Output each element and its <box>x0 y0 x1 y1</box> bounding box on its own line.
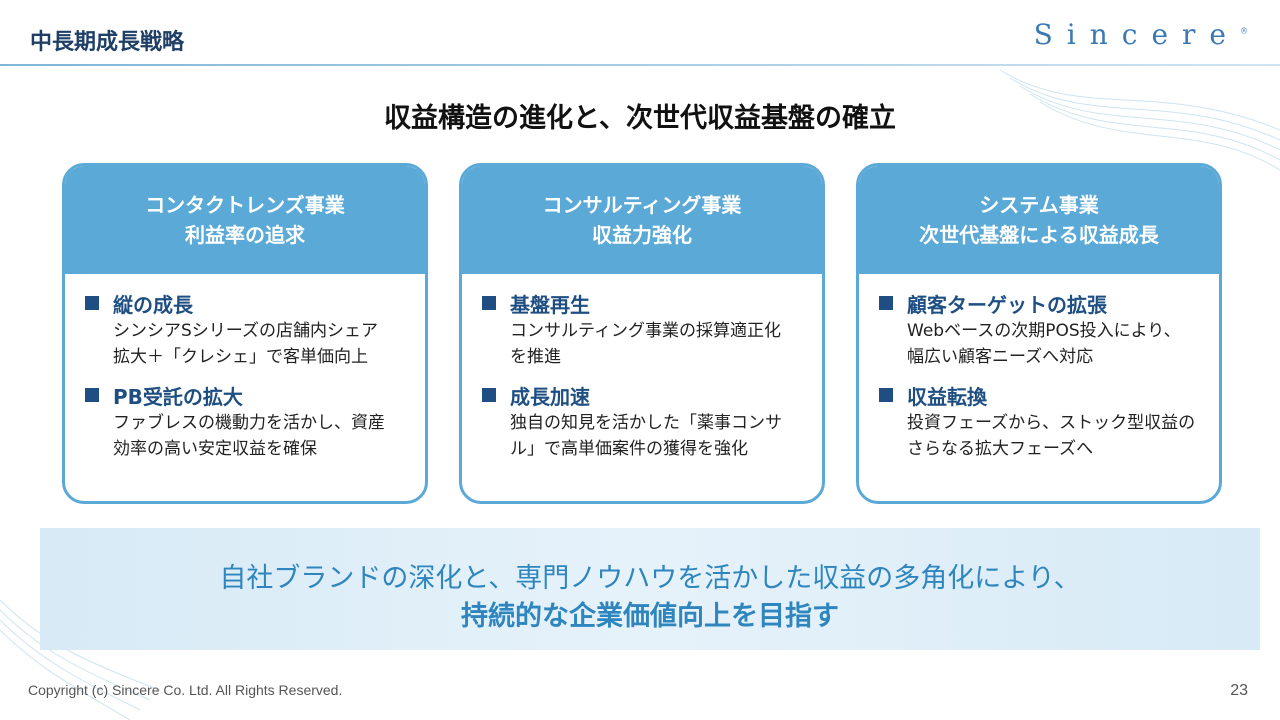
point-item: 基盤再生 コンサルティング事業の採算適正化 を推進 <box>482 292 802 370</box>
point-title: PB受託の拡大 <box>113 385 243 409</box>
card-contact-lens: コンタクトレンズ事業 利益率の追求 縦の成長 シンシアSシリーズの店舗内シェア … <box>62 163 428 504</box>
point-desc-line1: Webベースの次期POS投入により、 <box>907 321 1181 341</box>
point-title: 成長加速 <box>510 385 590 409</box>
card-header-line1: システム事業 <box>979 193 1099 217</box>
point-desc-line1: 独自の知見を活かした「薬事コンサ <box>510 413 782 433</box>
conclusion-band: 自社ブランドの深化と、専門ノウハウを活かした収益の多角化により、 持続的な企業価… <box>40 528 1260 650</box>
point-item: 顧客ターゲットの拡張 Webベースの次期POS投入により、 幅広い顧客ニーズへ対… <box>879 292 1199 370</box>
point-desc-line1: ファブレスの機動力を活かし、資産 <box>113 413 385 433</box>
card-system: システム事業 次世代基盤による収益成長 顧客ターゲットの拡張 Webベースの次期… <box>856 163 1222 504</box>
section-title: 中長期成長戦略 <box>30 30 185 55</box>
point-desc-line2: を推進 <box>510 347 561 367</box>
card-body: 基盤再生 コンサルティング事業の採算適正化 を推進 成長加速 独自の知見を活かし… <box>462 274 822 462</box>
point-item: 成長加速 独自の知見を活かした「薬事コンサ ル」で高単価案件の獲得を強化 <box>482 384 802 462</box>
card-header: コンタクトレンズ事業 利益率の追求 <box>65 166 425 274</box>
header-rule <box>0 64 1280 66</box>
card-consulting: コンサルティング事業 収益力強化 基盤再生 コンサルティング事業の採算適正化 を… <box>459 163 825 504</box>
card-header-line2: 利益率の追求 <box>185 223 305 247</box>
point-desc-line1: コンサルティング事業の採算適正化 <box>510 321 781 341</box>
card-header-line2: 収益力強化 <box>592 223 692 247</box>
page-number: 23 <box>1230 682 1248 699</box>
card-header-line2: 次世代基盤による収益成長 <box>919 223 1159 247</box>
square-bullet-icon <box>482 296 496 310</box>
point-desc-line2: 幅広い顧客ニーズへ対応 <box>907 347 1094 367</box>
point-title: 顧客ターゲットの拡張 <box>907 293 1107 317</box>
point-item: PB受託の拡大 ファブレスの機動力を活かし、資産 効率の高い安定収益を確保 <box>85 384 405 462</box>
card-header: システム事業 次世代基盤による収益成長 <box>859 166 1219 274</box>
point-desc-line2: 効率の高い安定収益を確保 <box>113 439 317 459</box>
card-header-line1: コンサルティング事業 <box>542 193 742 217</box>
point-title: 縦の成長 <box>113 293 193 317</box>
point-desc-line1: 投資フェーズから、ストック型収益の <box>907 413 1196 433</box>
square-bullet-icon <box>879 296 893 310</box>
conclusion-line1: 自社ブランドの深化と、専門ノウハウを活かした収益の多角化により、 <box>219 563 1081 594</box>
point-item: 収益転換 投資フェーズから、ストック型収益の さらなる拡大フェーズへ <box>879 384 1199 462</box>
main-title: 収益構造の進化と、次世代収益基盤の確立 <box>384 103 896 134</box>
conclusion-line2: 持続的な企業価値向上を目指す <box>461 601 839 632</box>
square-bullet-icon <box>482 388 496 402</box>
sincere-logo: Sincere® <box>1034 18 1248 51</box>
point-desc-line2: さらなる拡大フェーズへ <box>907 439 1094 459</box>
point-desc-line2: 拡大＋「クレシェ」で客単価向上 <box>113 347 368 367</box>
square-bullet-icon <box>879 388 893 402</box>
logo-text: Sincere <box>1033 18 1240 51</box>
point-title: 基盤再生 <box>510 293 590 317</box>
slide-header: 中長期成長戦略 Sincere® <box>0 0 1280 66</box>
card-header: コンサルティング事業 収益力強化 <box>462 166 822 274</box>
card-header-line1: コンタクトレンズ事業 <box>145 193 345 217</box>
point-desc-line1: シンシアSシリーズの店舗内シェア <box>113 321 378 341</box>
copyright-text: Copyright (c) Sincere Co. Ltd. All Right… <box>28 682 343 698</box>
point-title: 収益転換 <box>907 385 987 409</box>
point-desc-line2: ル」で高単価案件の獲得を強化 <box>510 439 748 459</box>
card-body: 顧客ターゲットの拡張 Webベースの次期POS投入により、 幅広い顧客ニーズへ対… <box>859 274 1219 462</box>
square-bullet-icon <box>85 388 99 402</box>
square-bullet-icon <box>85 296 99 310</box>
point-item: 縦の成長 シンシアSシリーズの店舗内シェア 拡大＋「クレシェ」で客単価向上 <box>85 292 405 370</box>
card-body: 縦の成長 シンシアSシリーズの店舗内シェア 拡大＋「クレシェ」で客単価向上 PB… <box>65 274 425 462</box>
registered-mark: ® <box>1240 26 1248 36</box>
